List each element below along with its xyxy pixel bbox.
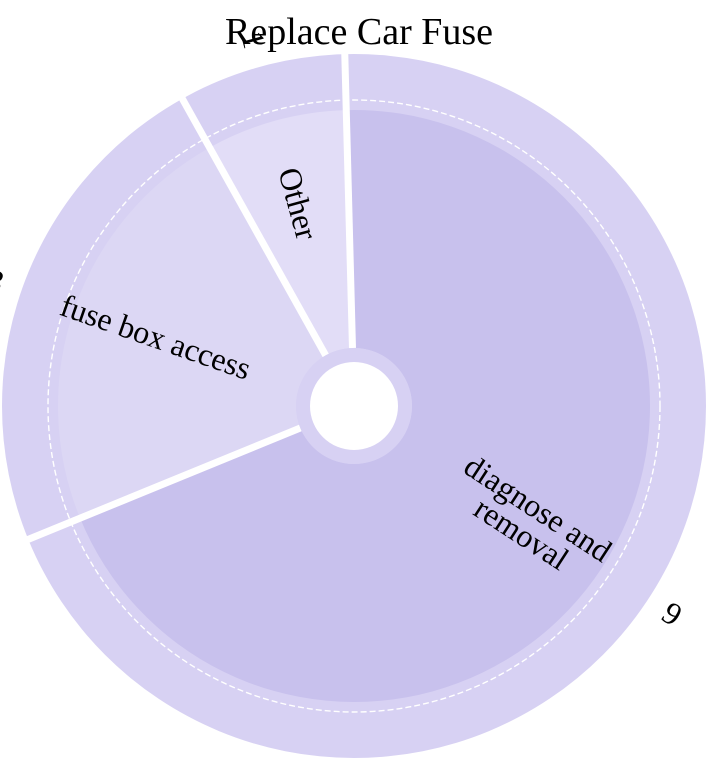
slice-value-label: 3 — [0, 261, 9, 300]
slices — [57, 110, 650, 702]
pie-slice-2 — [209, 110, 353, 356]
chart-title: Replace Car Fuse — [224, 11, 494, 53]
slice-separator — [178, 95, 329, 358]
ring-guide — [47, 99, 661, 713]
slice-separator — [25, 424, 302, 544]
donut-hole — [310, 362, 398, 450]
slice-value-label: 9 — [656, 594, 689, 633]
slice-separators — [25, 52, 356, 544]
pie-slice-0 — [80, 110, 650, 702]
slice-value-label: 1 — [234, 27, 273, 52]
slice-separator — [341, 52, 356, 349]
